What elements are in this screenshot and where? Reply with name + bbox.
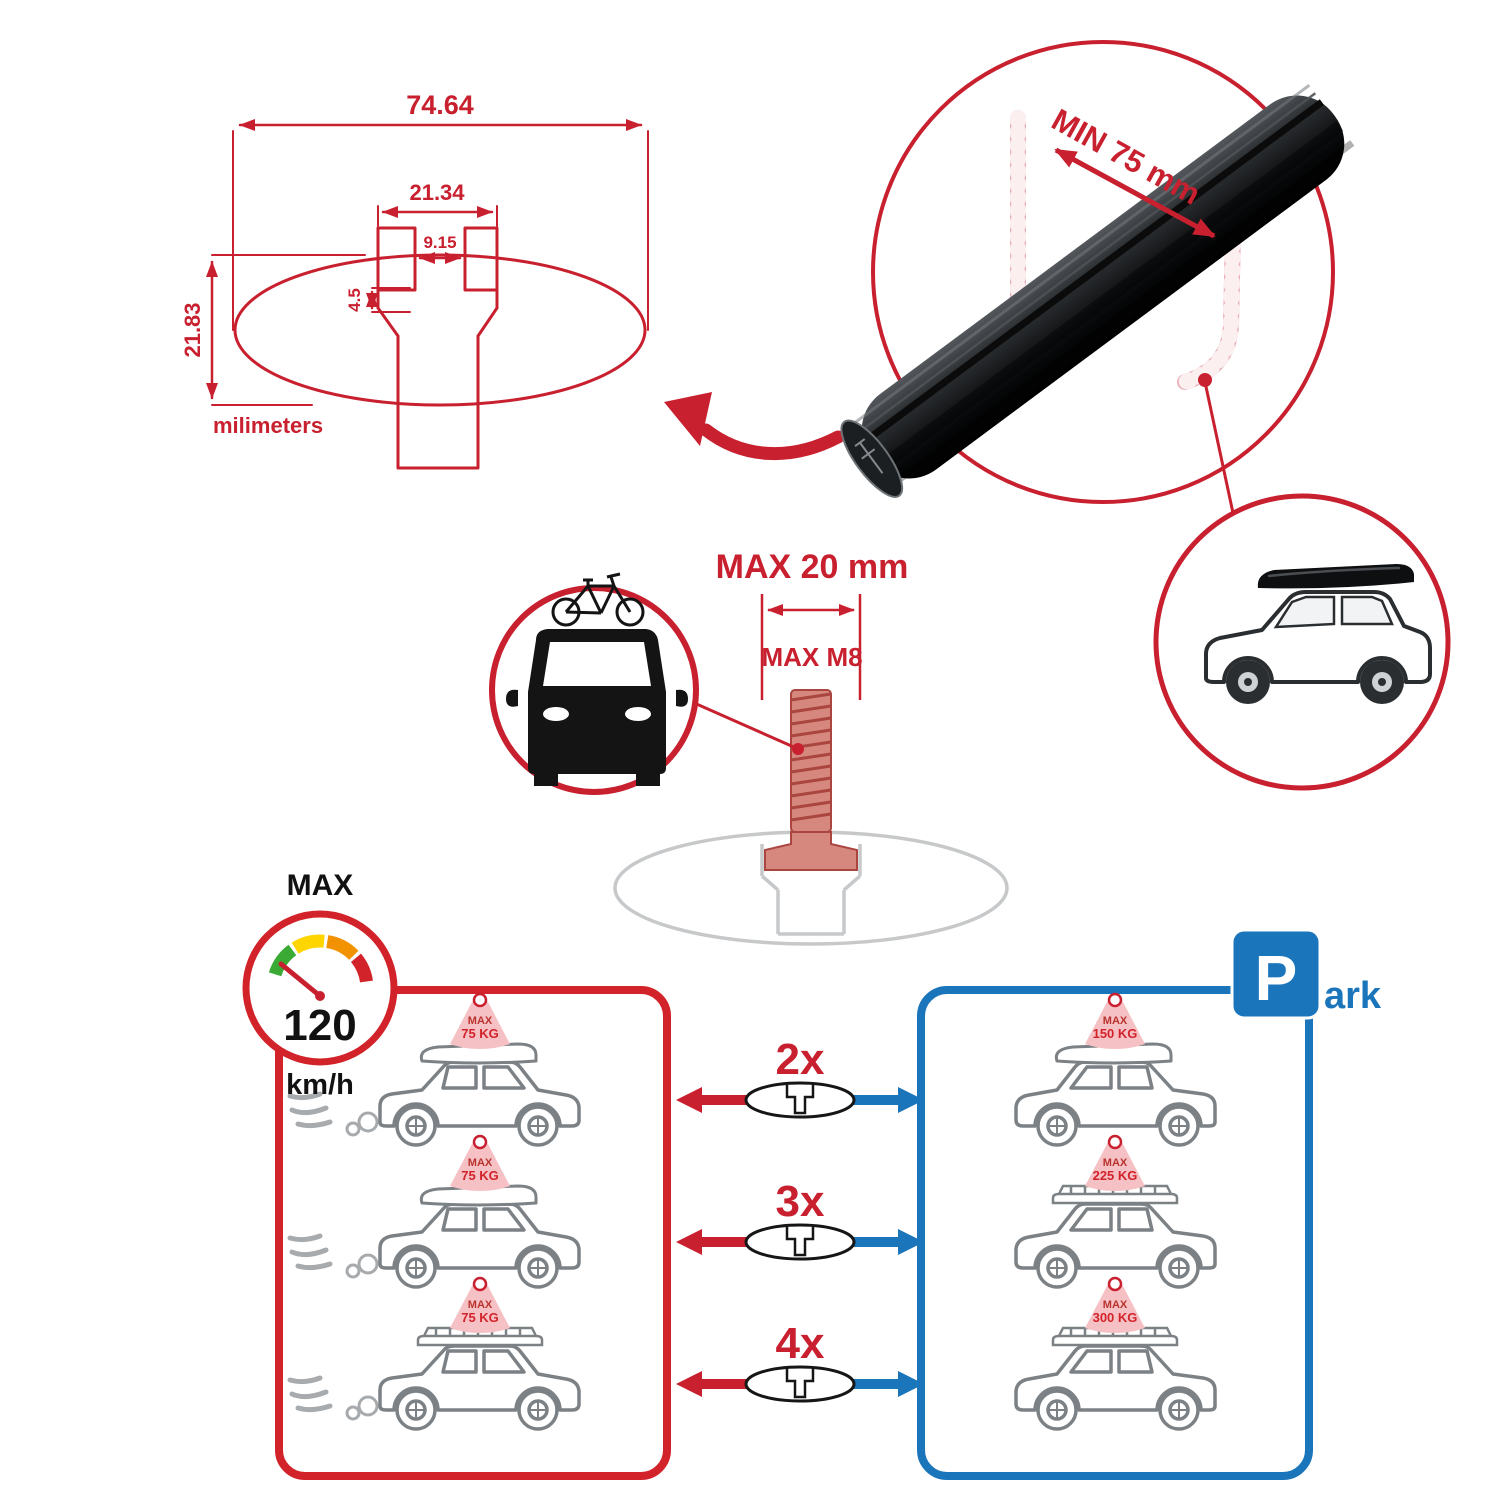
parked-car-row-2: MAX 225 KG xyxy=(1014,1134,1217,1289)
driving-car-row-2: MAX 75 KG xyxy=(290,1134,581,1289)
crossbar-render xyxy=(840,83,1355,498)
count-label: 2x xyxy=(776,1035,825,1084)
park-sign: P ark xyxy=(1230,928,1382,1020)
blue-right-arrow xyxy=(830,1371,924,1397)
load-tag-line2: 225 KG xyxy=(1093,1168,1138,1183)
dim-profile-height: 21.83 xyxy=(180,302,205,357)
red-left-arrow xyxy=(676,1087,770,1113)
ghost-clamp-bracket xyxy=(1010,110,1241,390)
driving-car-row-1: MAX 75 KG xyxy=(290,992,581,1147)
bolt-point-dot xyxy=(792,743,804,755)
load-tag-line1: MAX xyxy=(1103,1299,1128,1311)
speed-units: km/h xyxy=(286,1069,354,1101)
count-label: 4x xyxy=(776,1319,825,1368)
crossbar-count-row-1: 2x xyxy=(676,1035,924,1119)
dim-total-width: 74.64 xyxy=(406,90,474,120)
gauge-max-label: MAX xyxy=(287,869,354,902)
dim-lip-height: 4.5 xyxy=(345,288,364,312)
parked-car-row-1: MAX 150 KG xyxy=(1014,992,1217,1147)
dim-slot-outer: 21.34 xyxy=(409,180,465,205)
park-sign-suffix: ark xyxy=(1324,975,1382,1017)
connector-line-bike xyxy=(691,700,797,750)
crossbar-count-row-2: 3x xyxy=(676,1177,924,1261)
min-span-arrow xyxy=(1054,147,1216,239)
t-bolt xyxy=(764,689,858,871)
blue-right-arrow xyxy=(830,1087,924,1113)
crossbar-count-row-3: 4x xyxy=(676,1319,924,1403)
units-label: milimeters xyxy=(213,413,323,438)
profile-t-slot xyxy=(376,226,499,470)
crossbar-profile-icon xyxy=(744,1081,856,1119)
load-tag-line2: 75 KG xyxy=(461,1310,499,1325)
parked-car-row-3: MAX 300 KG xyxy=(1014,1276,1217,1431)
gauge-needle xyxy=(278,961,323,999)
suv-illustration xyxy=(1204,564,1432,704)
profile-ellipse xyxy=(233,253,647,407)
driving-car-row-3: MAX 75 KG xyxy=(290,1276,581,1431)
blue-right-arrow xyxy=(830,1229,924,1255)
load-tag-line2: 75 KG xyxy=(461,1168,499,1183)
crossbar-profile-icon xyxy=(744,1223,856,1261)
bolt-detail: MAX 20 mm MAX M8 xyxy=(613,548,1009,946)
speed-value: 120 xyxy=(283,1001,356,1050)
car-front-icon xyxy=(506,629,688,786)
load-tag-line2: 150 KG xyxy=(1093,1026,1138,1041)
dimension-drawing: 74.64 21.34 9.15 4.5 21.83 milimeters xyxy=(180,90,649,470)
suv-roofbox-callout xyxy=(1153,493,1451,791)
callout-arrow xyxy=(664,392,845,461)
load-tag-line1: MAX xyxy=(468,1015,493,1027)
load-tag-line1: MAX xyxy=(1103,1157,1128,1169)
load-tag-line1: MAX xyxy=(1103,1015,1128,1027)
red-left-arrow xyxy=(676,1371,770,1397)
connector-line-suv xyxy=(1203,381,1235,514)
load-tag-line1: MAX xyxy=(468,1157,493,1169)
red-left-arrow xyxy=(676,1229,770,1255)
max-bolt-thread-label: MAX M8 xyxy=(761,642,862,672)
bike-icon xyxy=(551,572,645,627)
max-slot-width-label: MAX 20 mm xyxy=(716,548,909,586)
crossbar-photo-callout: MIN 75 mm xyxy=(840,40,1355,514)
count-label: 3x xyxy=(776,1177,825,1226)
t-bolt-head xyxy=(764,831,858,871)
car-bike-callout xyxy=(489,572,699,795)
speed-limit-gauge: MAX 120 km/h xyxy=(242,869,398,1101)
park-sign-letter: P xyxy=(1255,942,1298,1014)
load-tag-line2: 300 KG xyxy=(1093,1310,1138,1325)
crossbar-profile-icon xyxy=(744,1365,856,1403)
dim-slot-opening: 9.15 xyxy=(423,233,456,252)
load-tag-line2: 75 KG xyxy=(461,1026,499,1041)
load-tag-line1: MAX xyxy=(468,1299,493,1311)
clamp-point-dot xyxy=(1198,373,1212,387)
